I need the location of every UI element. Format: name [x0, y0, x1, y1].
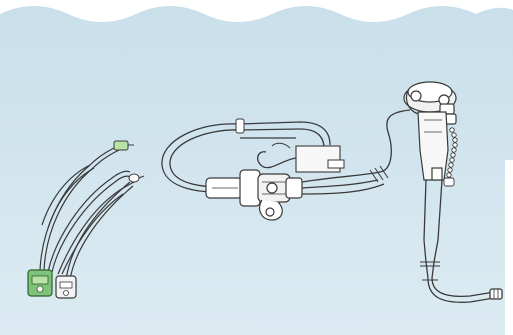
gray-connector-icon — [56, 276, 76, 298]
panel-white-gap — [505, 160, 513, 335]
green-connector-icon — [28, 270, 52, 296]
tube-clamp-icon — [236, 119, 244, 133]
